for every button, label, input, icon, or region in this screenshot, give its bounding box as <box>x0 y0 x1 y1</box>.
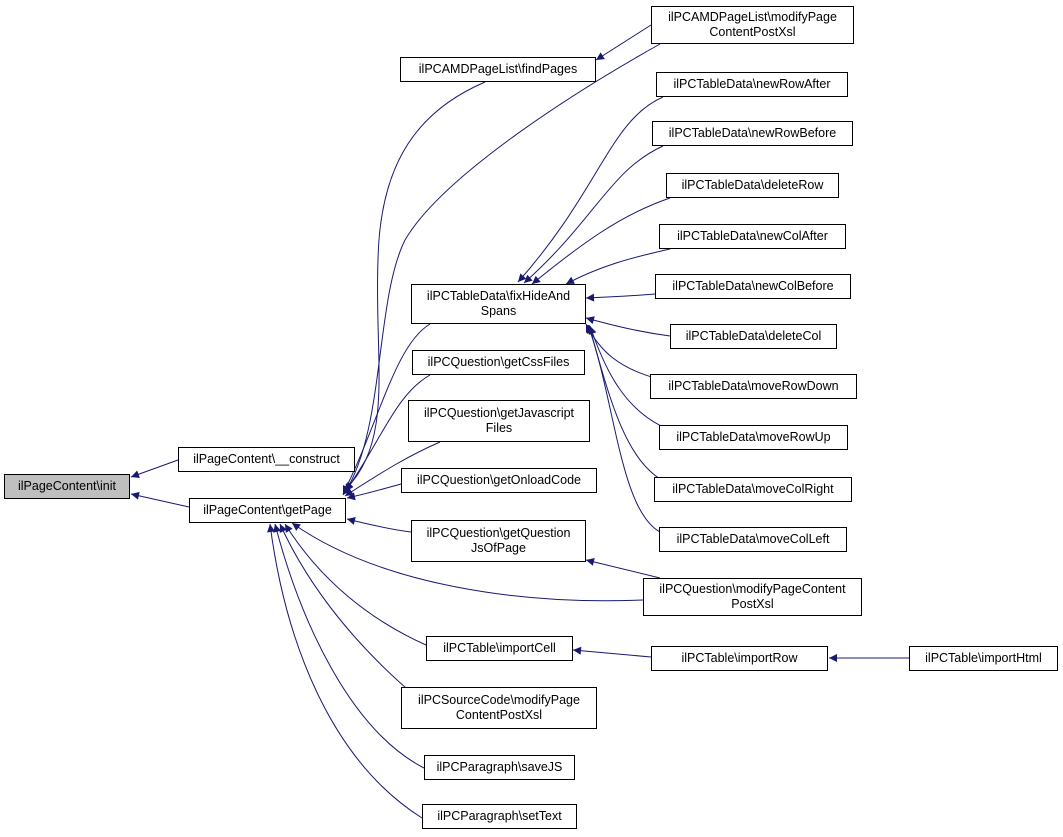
edge-tdNewColAfter-to-fixHide <box>565 248 671 285</box>
node-td-move-col-right[interactable]: ilPCTableData\moveColRight <box>654 477 852 502</box>
node-paragraph-savejs[interactable]: ilPCParagraph\saveJS <box>424 755 575 780</box>
node-amd-find-pages[interactable]: ilPCAMDPageList\findPages <box>400 57 596 82</box>
edge-tdNewColBefore-to-fixHide <box>585 293 656 302</box>
node-getpage[interactable]: ilPageContent\getPage <box>189 498 346 523</box>
node-paragraph-settext[interactable]: ilPCParagraph\setText <box>422 804 577 829</box>
node-q-css-files[interactable]: ilPCQuestion\getCssFiles <box>412 350 585 375</box>
edge-fixHide-to-getPage <box>342 323 431 495</box>
node-td-move-col-left[interactable]: ilPCTableData\moveColLeft <box>659 527 847 552</box>
edge-amdFindPages-to-getPage <box>344 81 486 491</box>
edge-qModify-to-qJsOfPage <box>585 558 661 579</box>
edge-tdDeleteCol-to-fixHide <box>585 316 671 337</box>
node-q-js-of-page[interactable]: ilPCQuestion\getQuestion JsOfPage <box>411 520 586 562</box>
node-amd-modify[interactable]: ilPCAMDPageList\modifyPage ContentPostXs… <box>651 6 854 44</box>
node-table-import-cell[interactable]: ilPCTable\importCell <box>426 636 573 661</box>
edge-qModify-to-getPage <box>291 522 644 602</box>
node-td-new-col-before[interactable]: ilPCTableData\newColBefore <box>655 274 851 299</box>
edge-tImportRow-to-tImportCell <box>572 646 652 658</box>
node-td-new-col-after[interactable]: ilPCTableData\newColAfter <box>659 224 846 249</box>
edge-amdModify-to-amdFindPages <box>595 24 652 61</box>
node-td-move-row-up[interactable]: ilPCTableData\moveRowUp <box>659 425 848 450</box>
node-q-onload-code[interactable]: ilPCQuestion\getOnloadCode <box>401 468 597 493</box>
edge-tdMoveColLeft-to-fixHide <box>586 324 661 533</box>
node-td-delete-row[interactable]: ilPCTableData\deleteRow <box>666 173 839 198</box>
edge-scModify-to-getPage <box>279 523 421 701</box>
edge-qOnload-to-getPage <box>346 483 402 501</box>
node-td-delete-col[interactable]: ilPCTableData\deleteCol <box>670 324 837 349</box>
node-td-new-row-after[interactable]: ilPCTableData\newRowAfter <box>656 72 848 97</box>
edge-pSetText-to-getPage <box>267 523 423 819</box>
edge-qJsOfPage-to-getPage <box>346 517 412 533</box>
node-table-import-html[interactable]: ilPCTable\importHtml <box>909 646 1058 671</box>
node-q-javascript-files[interactable]: ilPCQuestion\getJavascript Files <box>408 400 590 442</box>
node-q-modify[interactable]: ilPCQuestion\modifyPageContent PostXsl <box>643 578 862 616</box>
edge-tdMoveRowUp-to-fixHide <box>588 325 671 431</box>
node-td-new-row-before[interactable]: ilPCTableData\newRowBefore <box>652 121 853 146</box>
node-fix-hide-and-spans[interactable]: ilPCTableData\fixHideAnd Spans <box>411 284 586 324</box>
edge-getPage-to-init <box>130 491 190 508</box>
edge-pSaveJS-to-getPage <box>273 523 425 769</box>
node-td-move-row-down[interactable]: ilPCTableData\moveRowDown <box>650 374 857 399</box>
edge-tdNewRowBefore-to-fixHide <box>523 145 664 284</box>
node-init: ilPageContent\init <box>4 474 130 499</box>
edge-qCss-to-getPage <box>342 374 431 496</box>
edge-amdModify-to-getPage <box>344 43 661 493</box>
node-table-import-row[interactable]: ilPCTable\importRow <box>651 646 828 671</box>
edge-construct-to-init <box>130 459 179 479</box>
edge-tdNewRowAfter-to-fixHide <box>517 96 664 283</box>
edge-tdDeleteRow-to-fixHide <box>531 197 671 285</box>
node-construct[interactable]: ilPageContent\__construct <box>178 447 355 472</box>
edge-tImportCell-to-getPage <box>284 523 427 646</box>
edge-tdMoveColRight-to-fixHide <box>587 324 666 483</box>
edge-qJs-to-getPage <box>344 441 441 497</box>
node-sourcecode-modify[interactable]: ilPCSourceCode\modifyPage ContentPostXsl <box>401 687 597 729</box>
